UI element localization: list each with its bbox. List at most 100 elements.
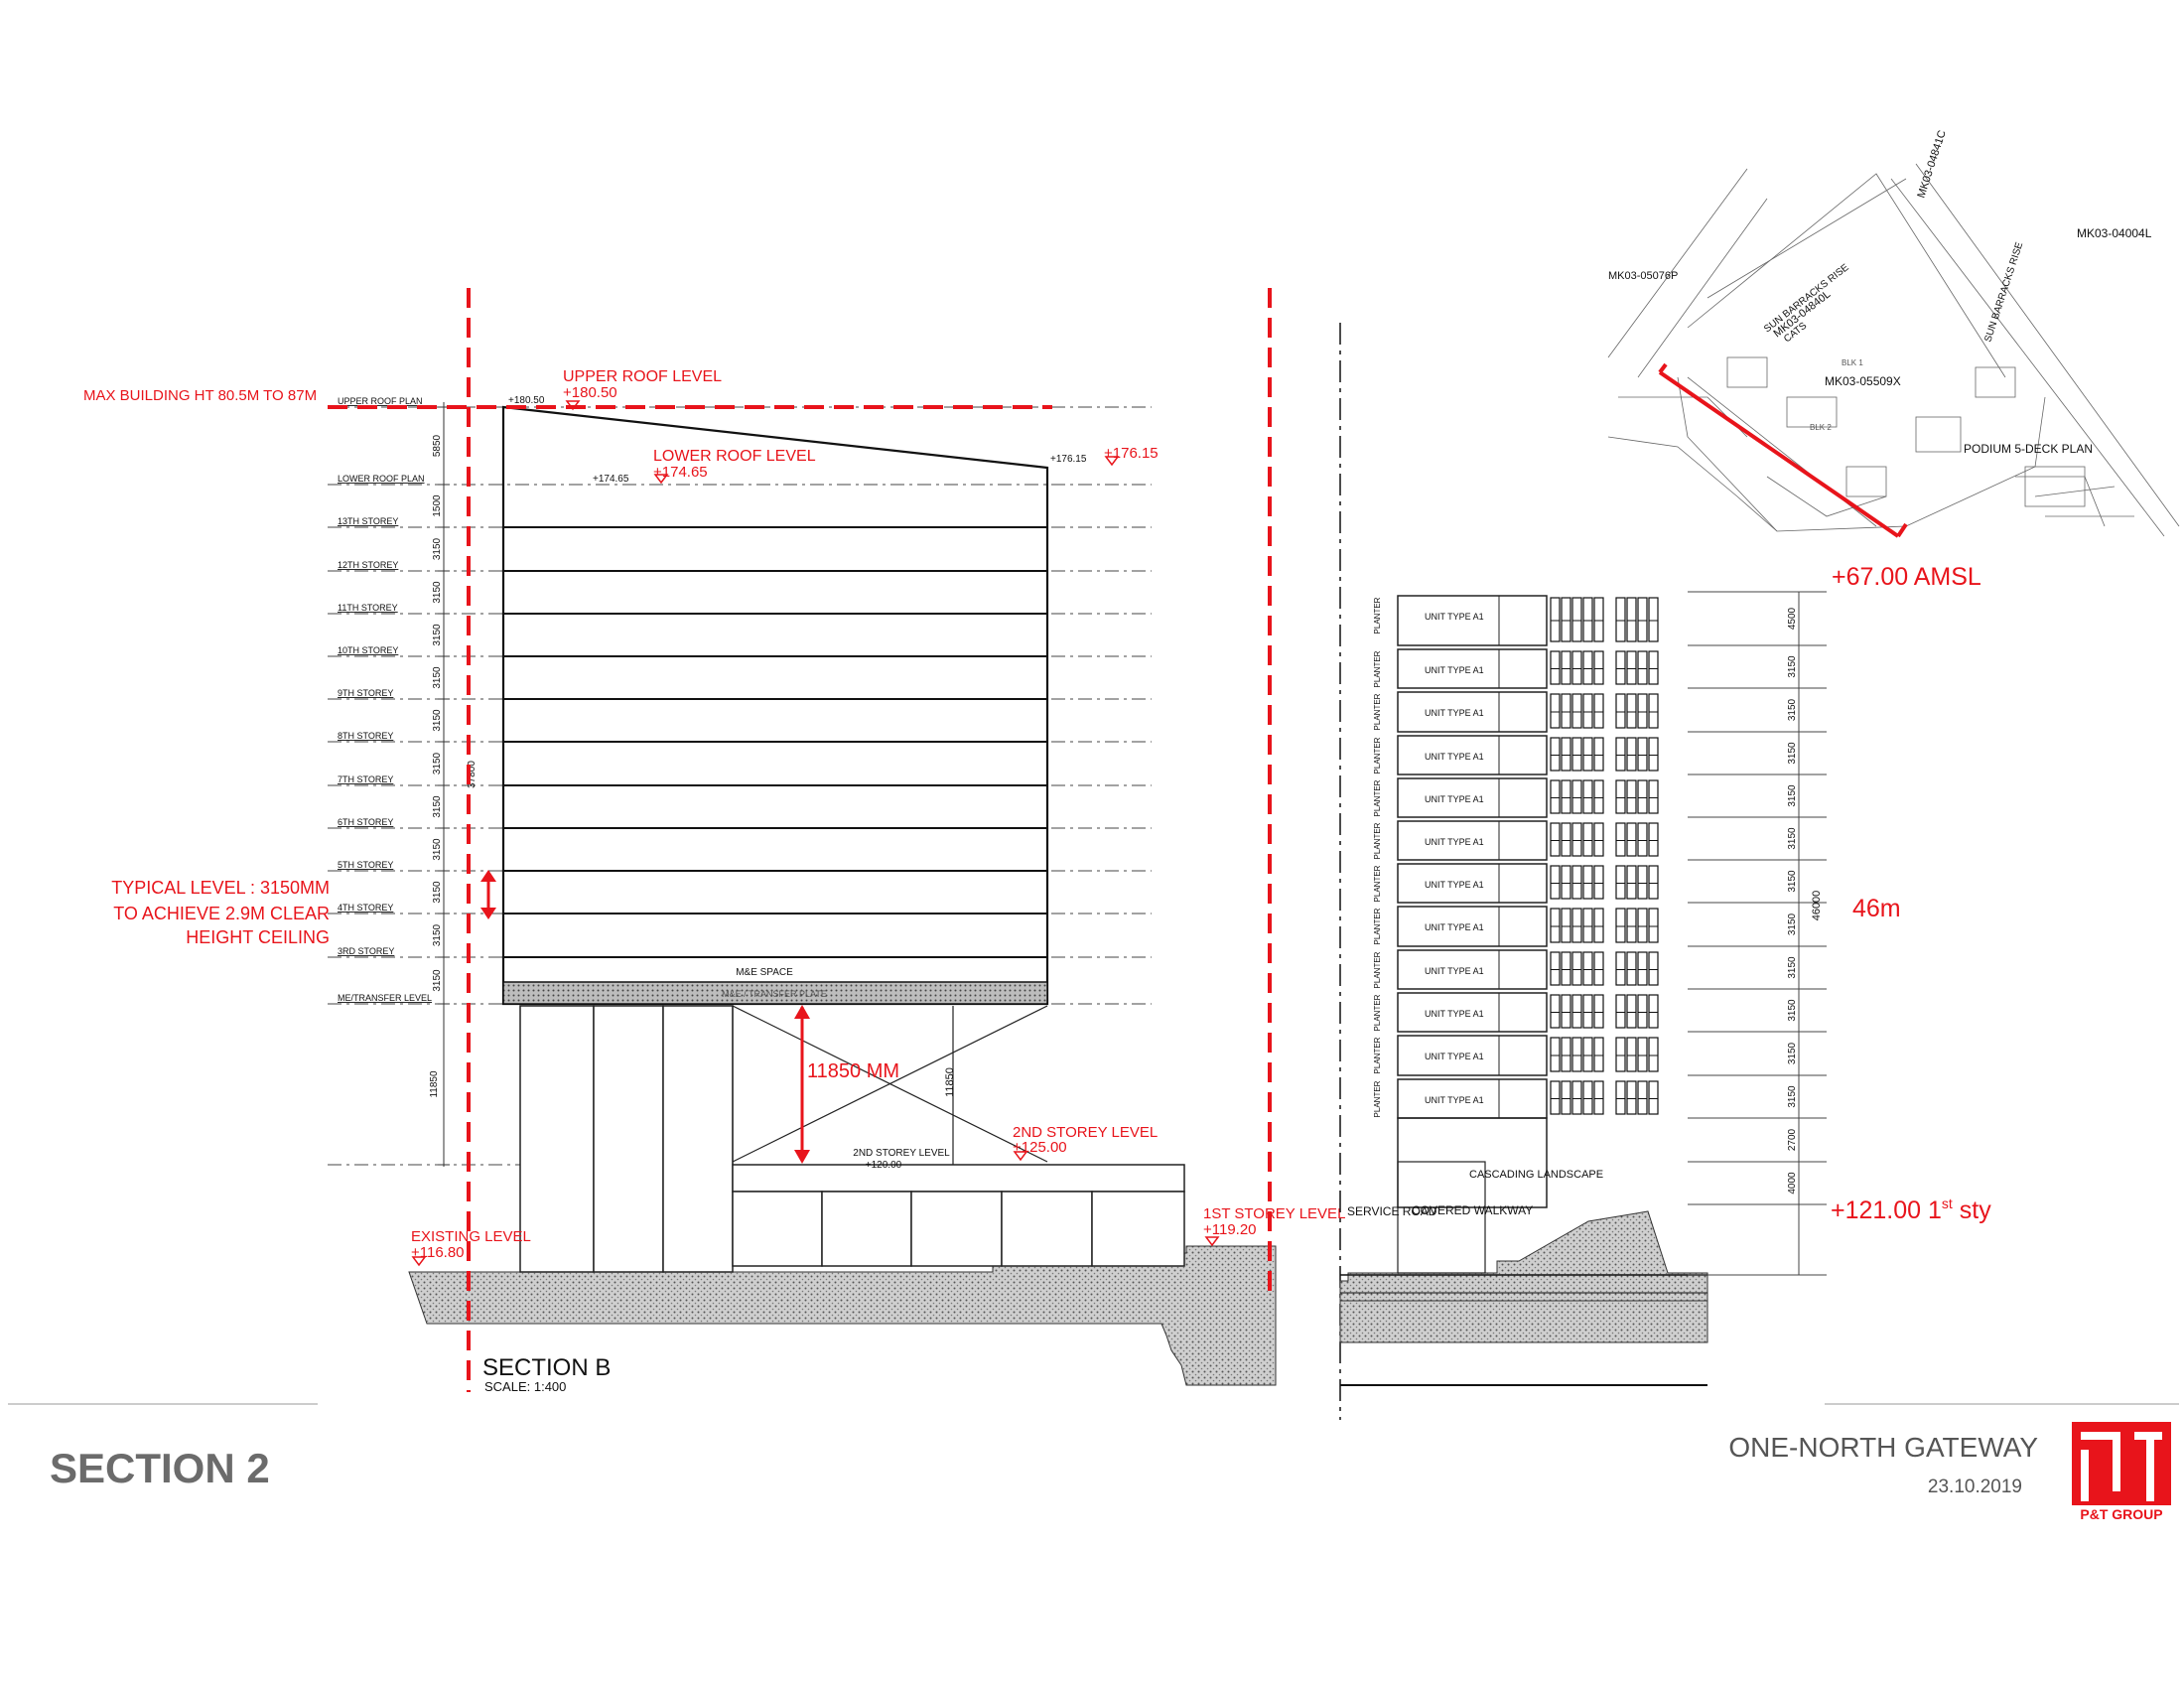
facade-window xyxy=(1582,994,1593,1029)
keyplan-lot-left: MK03-05076P xyxy=(1608,270,1678,282)
facade-window xyxy=(1626,779,1637,814)
typical-note-1: TYPICAL LEVEL : 3150MM xyxy=(111,878,330,898)
planter-label: PLANTER xyxy=(1373,908,1382,944)
facade-window xyxy=(1550,865,1561,900)
facade-window xyxy=(1561,908,1571,943)
facade-window xyxy=(1561,994,1571,1029)
right-dim-value: 3150 xyxy=(1787,827,1798,850)
facade-window xyxy=(1561,1037,1571,1072)
level-name: 3RD STOREY xyxy=(338,946,394,956)
right-dim-value: 3150 xyxy=(1787,870,1798,893)
facade-window xyxy=(1593,779,1604,814)
transfer-plate-label: M&E / TRANSFER PLATE xyxy=(722,989,827,999)
planter-label: PLANTER xyxy=(1373,1080,1382,1117)
facade-window xyxy=(1571,908,1582,943)
project-name: ONE-NORTH GATEWAY xyxy=(1728,1432,2038,1463)
facade-window xyxy=(1561,597,1571,642)
facade-window xyxy=(1582,1037,1593,1072)
right-floor-core xyxy=(1498,735,1548,775)
facade-window xyxy=(1571,779,1582,814)
section-b: UPPER ROOF PLAN LOWER ROOF PLAN 13TH STORE… xyxy=(83,288,1345,1394)
unit-label: UNIT TYPE A1 xyxy=(1425,880,1484,890)
keyplan-lot-top-right: MK03-04004L xyxy=(2077,226,2152,240)
facade-window xyxy=(1561,779,1571,814)
facade-window xyxy=(1550,822,1561,857)
dim-value: 3150 xyxy=(432,709,443,732)
level-name: 7TH STOREY xyxy=(338,774,393,784)
dim-value: 3150 xyxy=(432,666,443,689)
level-name: 9TH STOREY xyxy=(338,688,393,698)
facade-window xyxy=(1582,693,1593,729)
keyplan-block-2: BLK 2 xyxy=(1810,423,1832,432)
facade-window xyxy=(1615,951,1626,986)
right-dim-value: 3150 xyxy=(1787,956,1798,979)
level-name: 5TH STOREY xyxy=(338,860,393,870)
facade-window xyxy=(1626,737,1637,772)
facade-window xyxy=(1615,822,1626,857)
level-name: UPPER ROOF PLAN xyxy=(338,396,423,406)
facade-window xyxy=(1615,779,1626,814)
company-logo xyxy=(2072,1422,2171,1505)
right-dim-value: 3150 xyxy=(1787,999,1798,1022)
facade-window xyxy=(1582,737,1593,772)
facade-window xyxy=(1648,693,1659,729)
planter-label: PLANTER xyxy=(1373,1037,1382,1073)
upper-roof-tag: +180.50 xyxy=(508,395,545,406)
right-dim-value: 3150 xyxy=(1787,784,1798,807)
level-name: 4TH STOREY xyxy=(338,903,393,913)
title-block: SECTION 2 ONE-NORTH GATEWAY 23.10.2019 P… xyxy=(8,1403,2179,1522)
transfer-plate xyxy=(502,981,1048,1005)
facade-window xyxy=(1626,597,1637,642)
right-dim-value: 3150 xyxy=(1787,1085,1798,1108)
facade-window xyxy=(1626,822,1637,857)
facade-window xyxy=(1637,908,1648,943)
lower-roof-label: LOWER ROOF LEVEL xyxy=(653,448,816,465)
company-name: P&T GROUP xyxy=(2080,1506,2162,1522)
facade-window xyxy=(1637,951,1648,986)
covered-walkway-label: COVERED WALKWAY xyxy=(1412,1203,1533,1217)
section-b-scale: SCALE: 1:400 xyxy=(484,1379,566,1394)
facade-window xyxy=(1637,693,1648,729)
right-floor-unit xyxy=(1397,949,1548,990)
level-name: LOWER ROOF PLAN xyxy=(338,474,425,484)
facade-window xyxy=(1593,1037,1604,1072)
planter-label: PLANTER xyxy=(1373,737,1382,774)
right-dim-value: 3150 xyxy=(1787,698,1798,721)
facade-window xyxy=(1626,1037,1637,1072)
facade-window xyxy=(1593,994,1604,1029)
facade-window xyxy=(1615,737,1626,772)
second-storey-value: +125.00 xyxy=(1013,1139,1067,1156)
facade-window xyxy=(1637,737,1648,772)
right-floor-unit xyxy=(1397,906,1548,947)
facade-window xyxy=(1593,951,1604,986)
right-floor-core xyxy=(1498,863,1548,904)
right-dim-value: 3150 xyxy=(1787,1042,1798,1064)
right-floor-unit xyxy=(1397,863,1548,904)
facade-window xyxy=(1571,693,1582,729)
facade-window xyxy=(1615,908,1626,943)
right-floor-core xyxy=(1498,595,1548,646)
mne-space-label: M&E SPACE xyxy=(736,967,793,978)
facade-window xyxy=(1561,865,1571,900)
unit-label: UNIT TYPE A1 xyxy=(1425,1095,1484,1105)
level-name: 13TH STOREY xyxy=(338,516,398,526)
facade-window xyxy=(1550,908,1561,943)
right-dim-value: 3150 xyxy=(1787,655,1798,678)
dim-value: 3150 xyxy=(432,581,443,604)
right-floor-core xyxy=(1498,691,1548,733)
amsl-top: +67.00 AMSL xyxy=(1832,563,1981,591)
right-ground-hatch xyxy=(1339,1210,1708,1343)
right-dim-value: 4500 xyxy=(1787,607,1798,630)
tower-floors xyxy=(503,526,1047,958)
right-floor-unit xyxy=(1397,595,1548,646)
facade-window xyxy=(1571,650,1582,685)
facade-window xyxy=(1582,650,1593,685)
facade-window xyxy=(1593,650,1604,685)
clear-height-label: 11850 MM xyxy=(807,1060,899,1082)
facade-window xyxy=(1550,951,1561,986)
facade-window xyxy=(1582,597,1593,642)
dim-value: 3150 xyxy=(432,795,443,818)
facade-window xyxy=(1637,650,1648,685)
facade-window xyxy=(1615,1037,1626,1072)
